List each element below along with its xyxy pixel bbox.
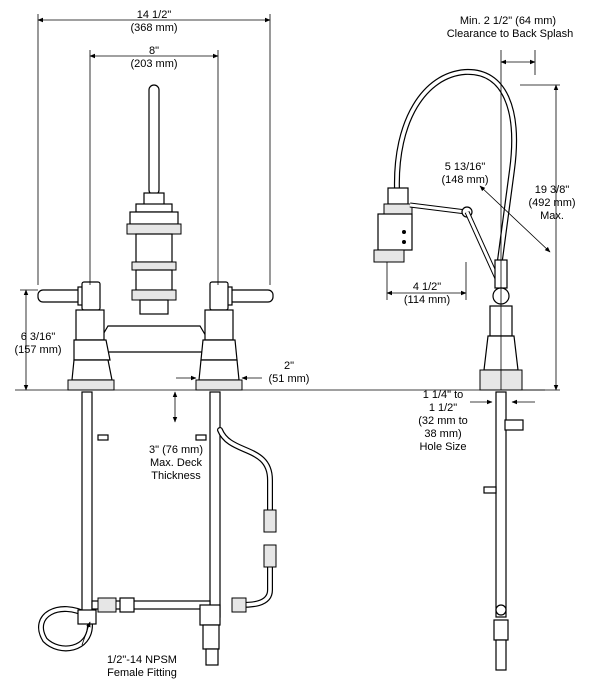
deck-thickness-line2: Max. Deck — [150, 457, 202, 469]
dimension-lines — [20, 14, 560, 646]
spout-height-note: Max. — [540, 210, 564, 222]
side-view — [373, 68, 524, 671]
overall-width-imperial: 14 1/2" — [137, 9, 172, 21]
left-handle — [37, 281, 115, 391]
spout-reach-metric: (148 mm) — [441, 174, 488, 186]
fitting-line2: Female Fitting — [107, 667, 177, 679]
front-view — [15, 84, 545, 666]
spout-rod — [148, 84, 160, 196]
overall-width-metric: (368 mm) — [130, 22, 177, 34]
spout-height-imperial: 19 3/8" — [535, 184, 570, 196]
handle-height-metric: (157 mm) — [14, 344, 61, 356]
deck-thickness-line3: Thickness — [151, 470, 201, 482]
handle-reach-imperial: 4 1/2" — [413, 281, 441, 293]
supply-hose-right — [217, 427, 273, 523]
back-splash-line2: Clearance to Back Splash — [447, 28, 574, 40]
base-diameter-metric: (51 mm) — [269, 373, 310, 385]
right-shank — [209, 391, 221, 618]
spout-reach-imperial: 5 13/16" — [445, 161, 486, 173]
dimension-labels: 14 1/2" (368 mm) 8" (203 mm) Min. 2 1/2"… — [14, 9, 575, 679]
right-handle — [195, 281, 274, 391]
base-diameter-imperial: 2" — [284, 360, 294, 372]
center-spacing-metric: (203 mm) — [130, 58, 177, 70]
bridge — [97, 325, 211, 353]
hole-size-line3: (32 mm to — [418, 415, 468, 427]
handle-reach-metric: (114 mm) — [404, 294, 450, 306]
hole-size-line1: 1 1/4" to — [423, 389, 464, 401]
fitting-line1: 1/2"-14 NPSM — [107, 654, 177, 666]
spout-height-metric: (492 mm) — [528, 197, 575, 209]
left-shank — [81, 391, 93, 618]
handle-height-imperial: 6 3/16" — [21, 331, 56, 343]
deck-thickness-line1: 3" (76 mm) — [149, 444, 203, 456]
hole-size-line2: 1 1/2" — [429, 402, 457, 414]
spray-head — [126, 192, 182, 315]
center-spacing-imperial: 8" — [149, 45, 159, 57]
back-splash-line1: Min. 2 1/2" (64 mm) — [460, 15, 556, 27]
hole-size-line5: Hole Size — [419, 441, 466, 453]
side-spray-head — [373, 187, 413, 263]
hole-size-line4: 38 mm) — [424, 428, 461, 440]
